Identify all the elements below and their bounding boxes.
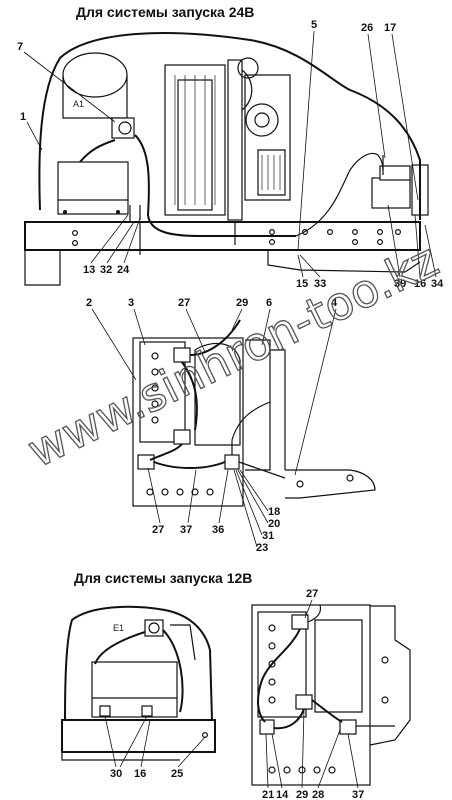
label-2: 2 bbox=[86, 297, 92, 309]
label-29: 29 bbox=[236, 297, 248, 309]
label-15: 15 bbox=[296, 278, 308, 290]
label-24: 24 bbox=[117, 264, 130, 276]
label-21: 21 bbox=[262, 789, 274, 800]
label-16: 16 bbox=[414, 278, 426, 290]
callouts-bottom: 30 16 25 27 21 14 29 28 37 bbox=[104, 588, 364, 800]
label-4: 4 bbox=[331, 297, 338, 309]
tractor-side-view-24v: A1 bbox=[24, 32, 429, 286]
label-1: 1 bbox=[20, 111, 26, 123]
label-16-b: 16 bbox=[134, 768, 146, 780]
label-5: 5 bbox=[311, 19, 317, 31]
label-27-12v: 27 bbox=[306, 588, 318, 600]
callouts-middle: 2 3 27 29 6 4 27 37 36 18 20 31 23 bbox=[86, 297, 338, 554]
label-34: 34 bbox=[431, 278, 444, 290]
title-12v: Для системы запуска 12В bbox=[74, 570, 252, 586]
tractor-side-view-12v: E1 bbox=[61, 605, 216, 761]
label-26: 26 bbox=[361, 22, 373, 34]
label-32: 32 bbox=[100, 264, 112, 276]
label-14: 14 bbox=[276, 789, 289, 800]
label-7: 7 bbox=[17, 41, 23, 53]
battery-detail-view-12v bbox=[251, 604, 411, 786]
marking-e1: E1 bbox=[113, 623, 124, 633]
marking-a1: A1 bbox=[73, 99, 84, 109]
label-31: 31 bbox=[262, 530, 274, 542]
label-28: 28 bbox=[312, 789, 324, 800]
label-37: 37 bbox=[180, 524, 192, 536]
label-27-top: 27 bbox=[178, 297, 190, 309]
label-23: 23 bbox=[256, 542, 268, 554]
callouts-top: 1 7 5 26 17 13 32 24 15 33 39 16 34 bbox=[17, 19, 444, 290]
battery-detail-view bbox=[132, 319, 376, 507]
label-20: 20 bbox=[268, 518, 280, 530]
label-27-bottom: 27 bbox=[152, 524, 164, 536]
label-18: 18 bbox=[268, 506, 280, 518]
label-36: 36 bbox=[212, 524, 224, 536]
label-6: 6 bbox=[266, 297, 272, 309]
label-30: 30 bbox=[110, 768, 122, 780]
label-39: 39 bbox=[394, 278, 406, 290]
title-24v: Для системы запуска 24В bbox=[76, 4, 254, 20]
label-33: 33 bbox=[314, 278, 326, 290]
label-37-12v: 37 bbox=[352, 789, 364, 800]
label-3: 3 bbox=[128, 297, 134, 309]
label-13: 13 bbox=[83, 264, 95, 276]
label-29-12v: 29 bbox=[296, 789, 308, 800]
label-25: 25 bbox=[171, 768, 183, 780]
label-17: 17 bbox=[384, 22, 396, 34]
